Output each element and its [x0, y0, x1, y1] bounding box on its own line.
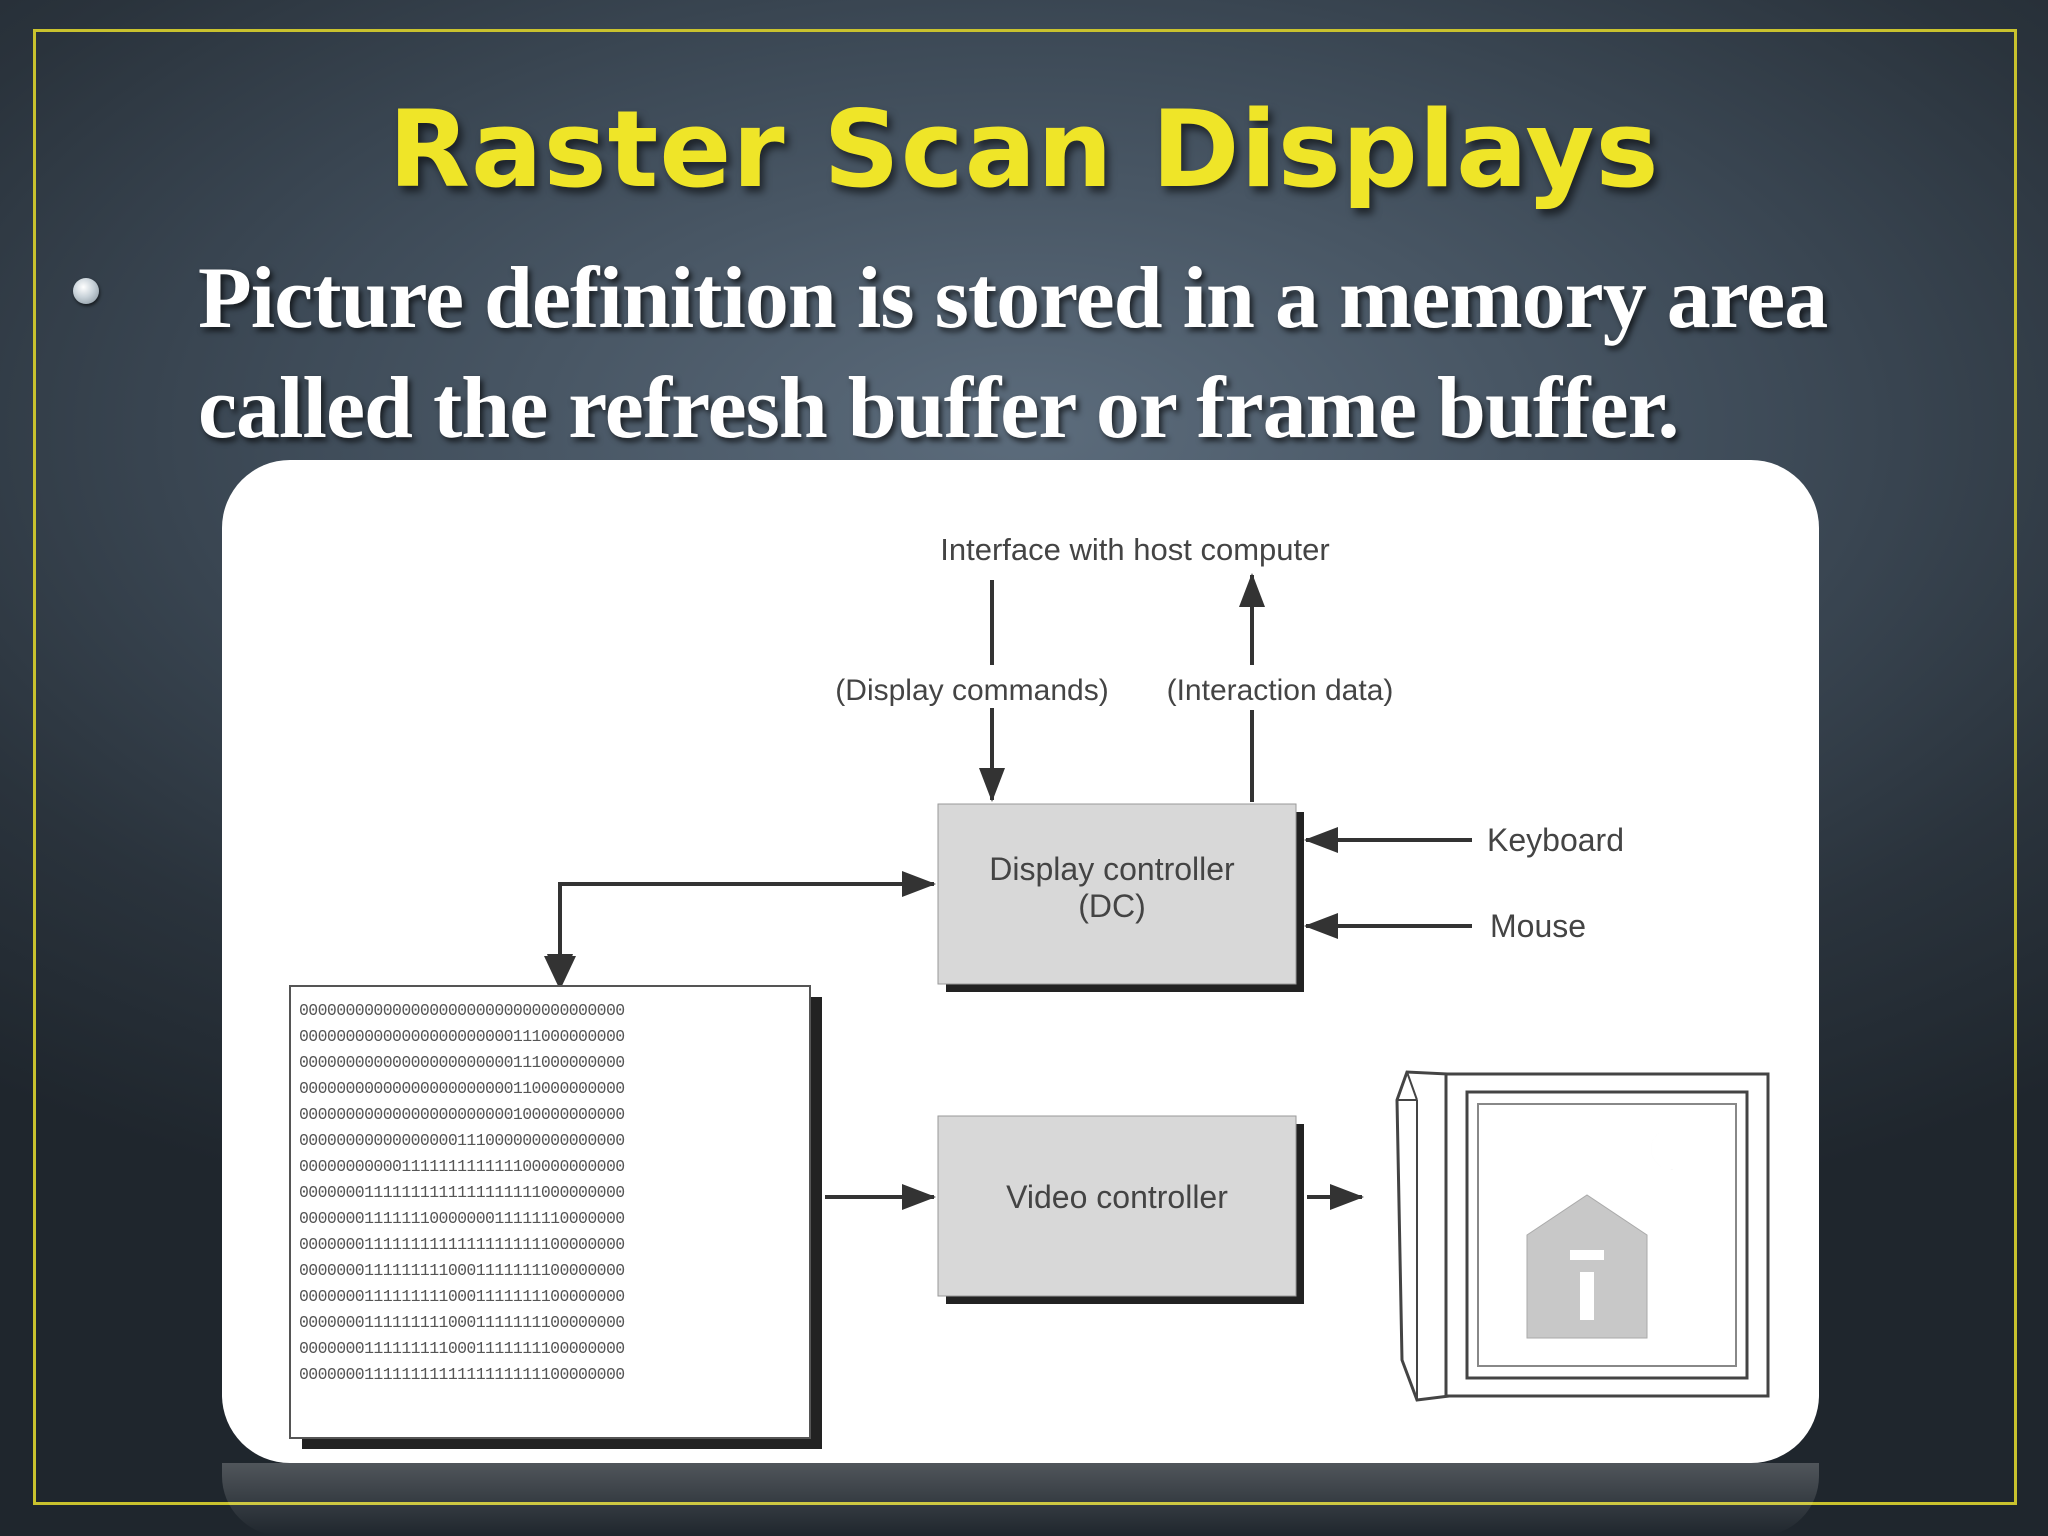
frame-buffer-row: 00000001111111110001111111100000000 [299, 1261, 625, 1280]
mouse-label: Mouse [1490, 908, 1586, 944]
interface-label: Interface with host computer [940, 532, 1329, 567]
raster-system-diagram: Interface with host computer (Display co… [289, 532, 1770, 1449]
keyboard-label: Keyboard [1487, 822, 1624, 858]
frame-buffer-row: 00000000000000000000000111000000000 [299, 1053, 625, 1072]
display-commands-label: (Display commands) [835, 674, 1108, 707]
panel-reflection [222, 1463, 1819, 1536]
frame-buffer-row: 00000001111111111111111111100000000 [299, 1235, 625, 1254]
slide-title: Raster Scan Displays [388, 88, 1660, 211]
display-controller-box [937, 803, 1297, 985]
frame-buffer-row: 00000001111111111111111111100000000 [299, 1365, 625, 1384]
display-controller-abbrev: (DC) [1078, 888, 1146, 924]
frame-buffer-row: 00000001111111110001111111100000000 [299, 1339, 625, 1358]
diagram-panel: Interface with host computer (Display co… [222, 460, 1819, 1463]
frame-buffer-grid [289, 985, 811, 1439]
frame-buffer-row: 00000000000000000000000000000000000 [299, 1001, 625, 1020]
frame-buffer-row: 00000000000000000000000110000000000 [299, 1079, 625, 1098]
frame-buffer-row: 00000000000111111111111100000000000 [299, 1157, 625, 1176]
frame-buffer-row: 00000001111111000000011111110000000 [299, 1209, 625, 1228]
monitor-icon [1395, 1070, 1770, 1402]
display-controller-label: Display controller [989, 851, 1235, 887]
video-controller-label: Video controller [1006, 1179, 1228, 1215]
slide-frame [33, 29, 2017, 1505]
frame-buffer-row: 00000001111111111111111111000000000 [299, 1183, 625, 1202]
frame-buffer-row: 00000000000000000111000000000000000 [299, 1131, 625, 1150]
frame-buffer-row: 00000001111111110001111111100000000 [299, 1313, 625, 1332]
video-controller-box [937, 1115, 1297, 1297]
bullet-text: Picture definition is stored in a memory… [198, 250, 1828, 457]
frame-buffer-row: 00000000000000000000000111000000000 [299, 1027, 625, 1046]
frame-buffer-bits: 00000000000000000000000000000000000 00000… [297, 998, 812, 1390]
dc-to-buffer-connector [558, 871, 936, 985]
interaction-data-label: (Interaction data) [1167, 674, 1394, 707]
frame-buffer-row: 00000000000000000000000100000000000 [299, 1105, 625, 1124]
bullet-icon [73, 278, 99, 304]
frame-buffer-row: 00000001111111110001111111100000000 [299, 1287, 625, 1306]
house-icon [1526, 1194, 1648, 1339]
frame-buffer-row: 00000000000000000000000000000000000 [299, 1388, 812, 1390]
buffer-arrowhead [544, 956, 576, 990]
